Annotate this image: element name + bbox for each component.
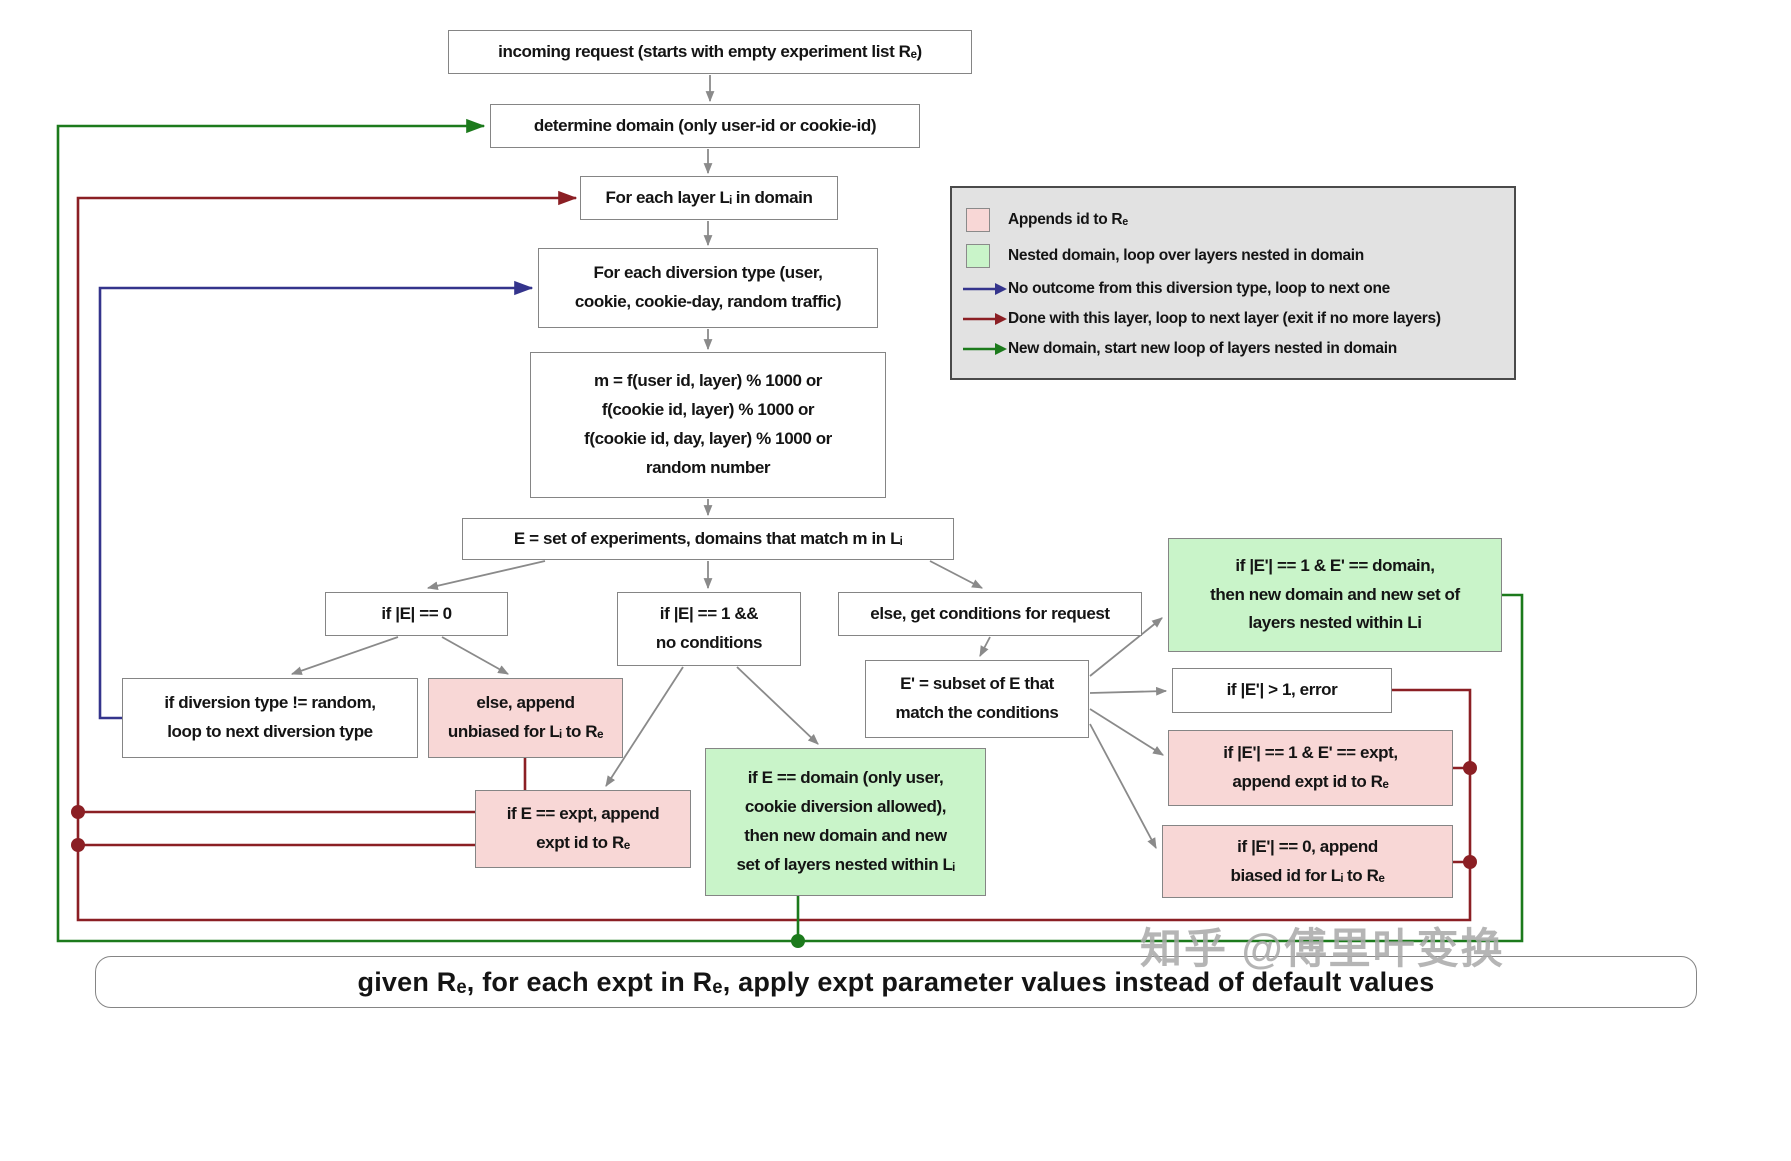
legend-item-nested-domain: Nested domain, loop over layers nested i… <box>962 244 1504 268</box>
legend-label: No outcome from this diversion type, loo… <box>1008 280 1390 297</box>
navy-arrow-icon <box>963 283 1007 295</box>
watermark: 知乎 @傅里叶变换 <box>1140 925 1505 972</box>
node-determine-domain: determine domain (only user-id or cookie… <box>490 104 920 148</box>
legend-label: Done with this layer, loop to next layer… <box>1008 310 1441 327</box>
node-if-e-one-no-conditions: if |E| == 1 && no conditions <box>617 592 801 666</box>
legend-label: Nested domain, loop over layers nested i… <box>1008 247 1364 264</box>
green-swatch-icon <box>966 244 990 268</box>
darkred-arrow-icon <box>963 313 1007 325</box>
green-arrow-icon <box>963 343 1007 355</box>
node-experiment-set: E = set of experiments, domains that mat… <box>462 518 954 560</box>
node-diversion-type-loop: if diversion type != random, loop to nex… <box>122 678 418 758</box>
pink-swatch-icon <box>966 208 990 232</box>
legend-label: Appends id to Rₑ <box>1008 211 1128 228</box>
node-append-expt-id: if E == expt, append expt id to Rₑ <box>475 790 691 868</box>
legend-item-navy-arrow: No outcome from this diversion type, loo… <box>962 280 1504 298</box>
node-incoming-request: incoming request (starts with empty expe… <box>448 30 972 74</box>
node-e-prime-subset: E' = subset of E that match the conditio… <box>865 660 1089 738</box>
navy-loop-arrow <box>98 280 534 720</box>
red-junction-dots <box>71 761 1477 869</box>
node-hash-mod: m = f(user id, layer) % 1000 or f(cookie… <box>530 352 886 498</box>
green-junction-dot <box>791 934 805 948</box>
node-new-nested-domain: if E == domain (only user, cookie divers… <box>705 748 986 896</box>
node-eprime-biased: if |E'| == 0, append biased id for Lᵢ to… <box>1162 825 1453 898</box>
gray-flow-arrows <box>290 75 1168 849</box>
node-for-each-diversion-type: For each diversion type (user, cookie, c… <box>538 248 878 328</box>
node-if-e-zero: if |E| == 0 <box>325 592 508 636</box>
node-eprime-domain: if |E'| == 1 & E' == domain, then new do… <box>1168 538 1502 652</box>
legend: Appends id to Rₑ Nested domain, loop ove… <box>950 186 1516 380</box>
node-append-unbiased: else, append unbiased for Lᵢ to Rₑ <box>428 678 623 758</box>
green-loop-arrow <box>56 118 1524 943</box>
node-for-each-layer: For each layer Lᵢ in domain <box>580 176 838 220</box>
node-else-get-conditions: else, get conditions for request <box>838 592 1142 636</box>
legend-item-green-arrow: New domain, start new loop of layers nes… <box>962 340 1504 358</box>
legend-item-appends-id: Appends id to Rₑ <box>962 208 1504 232</box>
legend-item-red-arrow: Done with this layer, loop to next layer… <box>962 310 1504 328</box>
node-eprime-error: if |E'| > 1, error <box>1172 668 1392 713</box>
legend-label: New domain, start new loop of layers nes… <box>1008 340 1397 357</box>
bottom-note: given Rₑ, for each expt in Rₑ, apply exp… <box>95 956 1697 1008</box>
node-eprime-expt: if |E'| == 1 & E' == expt, append expt i… <box>1168 730 1453 806</box>
